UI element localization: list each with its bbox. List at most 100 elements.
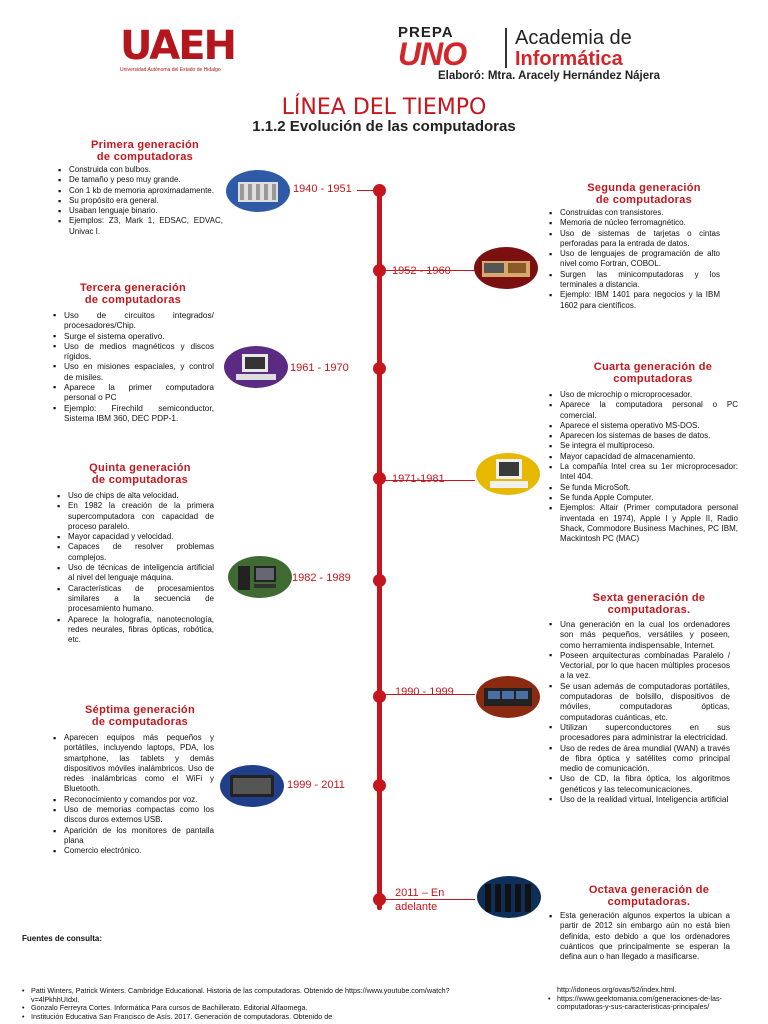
list-item: Aparición de los monitores de pantalla p…: [53, 826, 214, 847]
list-item: Aparecen los sistemas de bases de datos.: [549, 431, 738, 442]
list-item: Su propósito era general.: [58, 196, 223, 207]
list-item: Poseen arquitecturas combinadas Paralelo…: [549, 650, 730, 681]
references-title: Fuentes de consulta:: [22, 934, 103, 943]
connector-line: [385, 694, 475, 695]
list-item: Características de procesamientos simila…: [57, 584, 214, 615]
list-item: Capaces de resolver problemas complejos.: [57, 542, 214, 563]
list-item: Uso de medios magnéticos y discos rígido…: [53, 341, 214, 362]
list-item: Uso de circuitos integrados/ procesadore…: [53, 310, 214, 331]
list-item: Uso en misiones espaciales, y control de…: [53, 361, 214, 382]
date-label-2011: 2011 – En: [395, 887, 445, 899]
page-title: LÍNEA DEL TIEMPO: [281, 95, 487, 120]
list-item: Uso de chips de alta velocidad.: [57, 491, 214, 502]
list-item: Comercio electrónico.: [53, 846, 214, 857]
references-list-left: Patti Winters, Patrick Winters. Cambridg…: [22, 986, 457, 1022]
item-list: Uso de chips de alta velocidad. En 1982 …: [56, 491, 214, 645]
list-item: Mayor capacidad y velocidad.: [57, 532, 214, 543]
list-item: Usaban lenguaje binario.: [58, 206, 223, 217]
timeline-dot: [373, 472, 386, 485]
timeline-dot: [373, 264, 386, 277]
list-item: Surge el sistema operativo.: [53, 331, 214, 342]
date-label-1990: 1990 - 1999: [395, 686, 454, 698]
reference-item: Patti Winters, Patrick Winters. Cambridg…: [22, 986, 457, 1004]
list-item: Ejemplos: Altair (Primer computadora per…: [549, 503, 738, 544]
date-label-1952: 1952 - 1960: [392, 265, 451, 277]
timeline-dot: [373, 779, 386, 792]
page-subtitle: 1.1.2 Evolución de las computadoras: [252, 118, 516, 135]
item-list: Uso de circuitos integrados/ procesadore…: [52, 310, 214, 423]
date-label-1999: 1999 - 2011: [287, 779, 345, 791]
list-item: Aparece la primer computadora personal o…: [53, 382, 214, 403]
item-list: Construidas con transistores. Memoria de…: [548, 208, 720, 311]
list-item: Surgen las minicomputadoras y los termin…: [549, 270, 720, 291]
uno-text: UNO: [398, 36, 467, 72]
list-item: Uso de técnicas de inteligencia artifici…: [57, 563, 214, 584]
list-item: Aparece la holografía, nanotecnología, r…: [57, 615, 214, 646]
date-label-adelante: adelante: [395, 901, 438, 913]
uaeh-logo: UAEH Universidad Autónoma del Estado de …: [120, 26, 245, 74]
uaeh-logo-text: UAEH: [120, 23, 237, 69]
timeline-axis: [377, 188, 382, 910]
reference-link[interactable]: https://www.geektomania.com/generaciones…: [548, 994, 748, 1012]
item-list: Aparecen equipos más pequeños y portátil…: [52, 733, 214, 857]
list-item: Se funda Apple Computer.: [549, 493, 738, 504]
list-item: Uso de microchip o microprocesador.: [549, 390, 738, 401]
list-item: Se integra el multiproceso.: [549, 441, 738, 452]
date-label-1982: 1982 - 1989: [292, 572, 351, 584]
list-item: Aparece la computadora personal o PC com…: [549, 400, 738, 421]
photo-fourth-generation: [476, 453, 540, 495]
list-item: Memoria de núcleo ferromagnético.: [549, 218, 720, 229]
list-item: Uso de lenguajes de programación de alto…: [549, 249, 720, 270]
item-list: Uso de microchip o microprocesador. Apar…: [548, 390, 738, 544]
uaeh-logo-subtitle: Universidad Autónoma del Estado de Hidal…: [120, 67, 221, 73]
list-item: Ejemplo: IBM 1401 para negocios y la IBM…: [549, 290, 720, 311]
list-item: Aparecen equipos más pequeños y portátil…: [53, 733, 214, 795]
date-label-1961: 1961 - 1970: [290, 362, 349, 374]
prepa-text: PREPA: [398, 24, 454, 41]
list-item: Uso de la realidad virtual, Inteligencia…: [549, 794, 730, 805]
academia-label: Academia de: [515, 27, 632, 49]
list-item: Esta generación algunos expertos la ubic…: [549, 911, 730, 962]
list-item: En 1982 la creación de la primera superc…: [57, 501, 214, 532]
photo-first-generation: [226, 170, 290, 212]
list-item: Mayor capacidad de almacenamiento.: [549, 452, 738, 463]
reference-item: Institución Educativa San Francisco de A…: [22, 1012, 457, 1022]
photo-seventh-generation: [220, 765, 284, 807]
list-item: Construida con bulbos.: [58, 165, 223, 176]
item-list: Una generación en la cual los ordenadore…: [548, 619, 730, 805]
list-item: Uso de memorias compactas como los disco…: [53, 805, 214, 826]
list-item: Aparece el sistema operativo MS-DOS.: [549, 421, 738, 432]
reference-link[interactable]: http://idoneos.org/ovas/52/index.html.: [557, 985, 677, 994]
informatica-label: Informática: [515, 48, 623, 70]
list-item: Reconocimiento y comandos por voz.: [53, 795, 214, 806]
list-item: Uso de redes de área mundial (WAN) a tra…: [549, 743, 730, 774]
photo-sixth-generation: [476, 676, 540, 718]
header-divider: [505, 28, 507, 68]
connector-line: [385, 899, 475, 900]
prepa-uno-logo: PREPA UNO: [398, 24, 498, 72]
photo-third-generation: [224, 346, 288, 388]
reference-item: Gonzalo Ferreyra Cortes. Informática Par…: [22, 1004, 457, 1013]
list-item: Se funda MicroSoft.: [549, 483, 738, 494]
date-label-1971: 1971-1981: [392, 473, 445, 485]
timeline-dot: [373, 690, 386, 703]
timeline-dot: [373, 362, 386, 375]
item-list: Construida con bulbos. De tamaño y peso …: [58, 165, 223, 237]
list-item: Ejemplo: Firechild semiconductor, Sistem…: [53, 403, 214, 424]
connector-line: [385, 480, 475, 481]
list-item: Una generación en la cual los ordenadore…: [549, 619, 730, 650]
